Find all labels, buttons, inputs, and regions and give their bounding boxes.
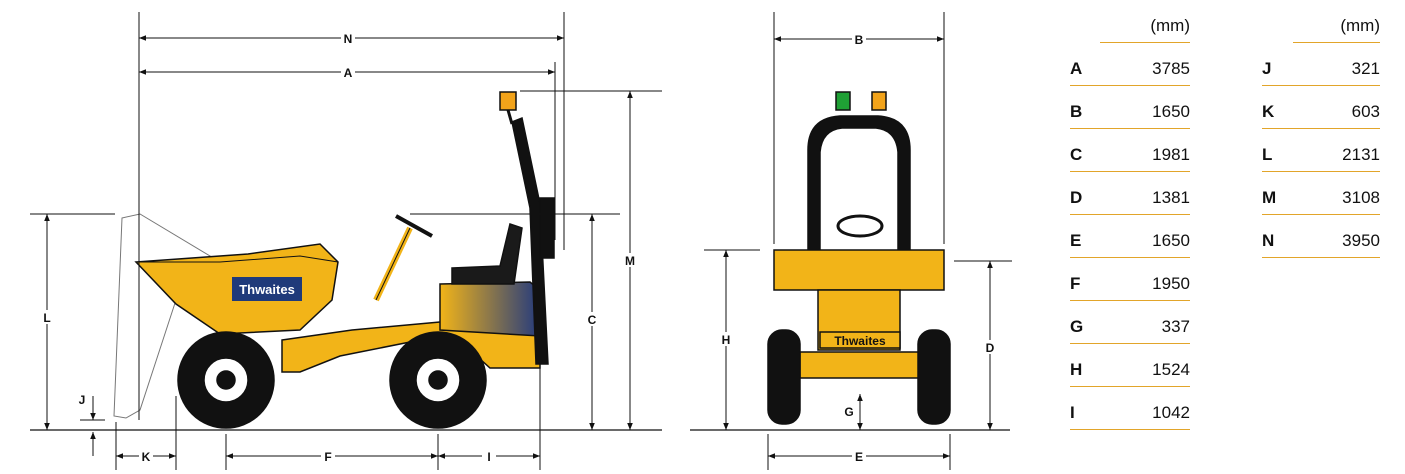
spec-value: 603 (1293, 85, 1380, 129)
seat (451, 223, 523, 285)
spec-value: 1950 (1100, 257, 1190, 301)
label-k: K (142, 450, 151, 464)
steering-wheel (395, 214, 433, 238)
front-dimension-lines (704, 12, 1012, 470)
spec-value: 1524 (1100, 343, 1190, 387)
spec-value: 3108 (1293, 171, 1380, 215)
spec-value: 1650 (1100, 85, 1190, 129)
side-dimension-labels: N A L J K F I C M (40, 31, 637, 464)
spec-header-row: (mm) (1070, 0, 1190, 43)
spec-value: 1381 (1100, 171, 1190, 215)
spec-value: 3785 (1100, 42, 1190, 86)
front-rops-hoop (807, 115, 911, 251)
spec-key: L (1262, 128, 1294, 172)
logo-text: Thwaites (239, 282, 295, 297)
spec-key: B (1070, 85, 1101, 129)
spec-key: N (1262, 214, 1294, 258)
side-beacon (499, 91, 517, 111)
spec-key: F (1070, 257, 1101, 301)
side-view-dumper: Thwaites (30, 91, 662, 431)
spec-key: G (1070, 300, 1101, 344)
front-beacon-green (835, 91, 851, 111)
raised-skip-outline (113, 213, 221, 419)
spec-key: M (1262, 171, 1294, 215)
front-beacon-amber (871, 91, 887, 111)
front-wheel (177, 331, 275, 429)
label-i: I (487, 450, 490, 464)
spec-value: 321 (1293, 42, 1380, 86)
front-steering-wheel (836, 214, 884, 238)
spec-value: 2131 (1293, 128, 1380, 172)
front-view-dumper: Thwaites (690, 91, 1010, 431)
spec-value: 337 (1100, 300, 1190, 344)
front-left-wheel (767, 329, 801, 425)
label-g: G (844, 405, 853, 419)
spec-header-row: (mm) (1262, 0, 1380, 43)
label-j: J (79, 393, 86, 407)
cab-body (439, 281, 541, 337)
spec-value: 1650 (1100, 214, 1190, 258)
spec-value: 3950 (1293, 214, 1380, 258)
label-a: A (344, 66, 353, 80)
front-body (773, 249, 945, 291)
front-dimension-labels: B H D G E (719, 32, 997, 464)
label-h: H (722, 333, 731, 347)
spec-key: I (1070, 386, 1101, 430)
spec-key: D (1070, 171, 1101, 215)
side-dimension-lines (30, 12, 662, 470)
rear-wheel (389, 331, 487, 429)
spec-key: H (1070, 343, 1101, 387)
spec-key: K (1262, 85, 1294, 129)
unit-header: (mm) (1100, 0, 1190, 43)
rops-frame (511, 116, 549, 365)
label-d: D (986, 341, 995, 355)
label-n: N (344, 32, 353, 46)
front-logo-text: Thwaites (834, 334, 886, 348)
label-m: M (625, 254, 635, 268)
front-logo-plate (819, 331, 901, 349)
spec-key: A (1070, 42, 1101, 86)
label-b: B (855, 33, 864, 47)
unit-header: (mm) (1293, 0, 1380, 43)
front-right-wheel (917, 329, 951, 425)
label-l: L (43, 311, 50, 325)
spec-value: 1981 (1100, 128, 1190, 172)
label-f: F (324, 450, 331, 464)
logo-panel (232, 277, 302, 301)
spec-value: 1042 (1100, 386, 1190, 430)
spec-key: C (1070, 128, 1101, 172)
label-c: C (588, 313, 597, 327)
spec-key: J (1262, 42, 1294, 86)
spec-key: E (1070, 214, 1101, 258)
label-e: E (855, 450, 863, 464)
